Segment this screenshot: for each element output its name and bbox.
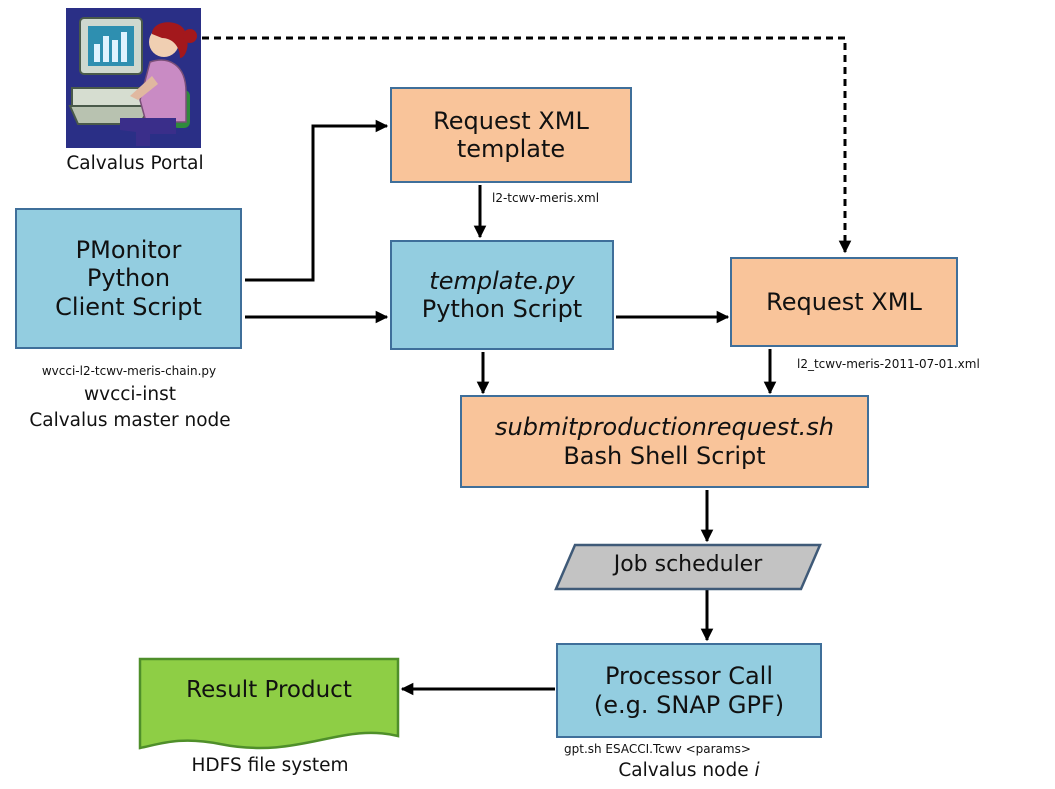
pmonitor-line1: PMonitor — [75, 236, 182, 265]
request-template-filename: l2-tcwv-meris.xml — [492, 191, 600, 205]
pmonitor-node-label: Calvalus master node — [29, 410, 231, 431]
processor-line2: (e.g. SNAP GPF) — [593, 690, 785, 719]
job-scheduler-label: Job scheduler — [613, 552, 763, 577]
result-product-shape — [138, 657, 400, 750]
request-xml-box: Request XML — [730, 257, 958, 347]
request-template-line1: Request XML — [433, 106, 589, 135]
pmonitor-script-box: PMonitor Python Client Script — [15, 208, 242, 349]
template-py-line1: template.py — [429, 266, 575, 295]
processor-node-prefix: Calvalus node — [618, 760, 755, 781]
calvalus-portal-label: Calvalus Portal — [66, 153, 204, 174]
processor-node-label: Calvalus node i — [556, 760, 822, 782]
result-product-label: Result Product — [186, 677, 352, 703]
request-xml-filename: l2_tcwv-meris-2011-07-01.xml — [797, 357, 980, 371]
template-py-box: template.py Python Script — [390, 240, 614, 350]
request-xml-template-box: Request XML template — [390, 87, 632, 183]
arrow-portal-to-request-xml-dashed — [202, 36, 852, 254]
submit-script-box: submitproductionrequest.sh Bash Shell Sc… — [460, 395, 869, 488]
processor-line1: Processor Call — [604, 662, 774, 691]
job-scheduler-shape — [554, 543, 822, 591]
request-template-line2: template — [456, 135, 566, 163]
pmonitor-line3: Client Script — [55, 292, 202, 321]
hdfs-storage-label: HDFS file system — [191, 755, 349, 776]
pmonitor-script-filename: wvcci-l2-tcwv-meris-chain.py — [41, 364, 217, 378]
submit-line1: submitproductionrequest.sh — [495, 413, 834, 442]
pmonitor-instance-label: wvcci-inst — [84, 384, 176, 405]
pmonitor-line2: Python — [86, 264, 171, 293]
arrow-pmonitor-to-template — [245, 119, 389, 282]
processor-node-index: i — [754, 760, 760, 781]
submit-line2: Bash Shell Script — [563, 441, 766, 470]
request-xml-line1: Request XML — [766, 287, 922, 316]
template-py-line2: Python Script — [421, 295, 583, 323]
processor-command: gpt.sh ESACCI.Tcwv <params> — [564, 742, 751, 756]
computer-user-icon — [66, 8, 201, 148]
processor-call-box: Processor Call (e.g. SNAP GPF) — [556, 643, 822, 738]
